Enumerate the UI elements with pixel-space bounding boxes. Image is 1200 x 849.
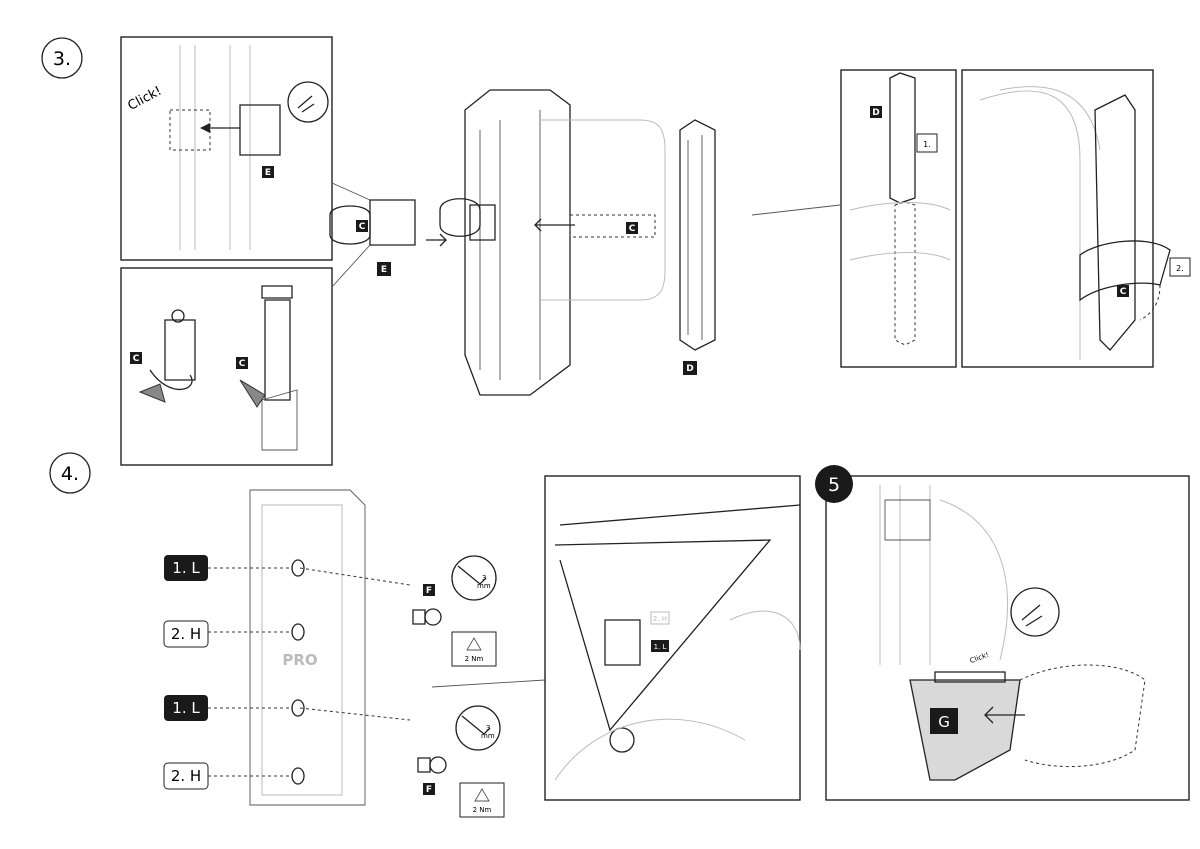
svg-text:1.: 1. xyxy=(923,140,931,149)
svg-text:E: E xyxy=(265,168,271,178)
step-5-assembly: G Click! xyxy=(879,485,1146,781)
step-5-number: 5 xyxy=(815,465,853,503)
svg-text:C: C xyxy=(359,222,366,232)
label-C-strap-2: C xyxy=(236,357,248,369)
svg-text:mm: mm xyxy=(477,582,491,590)
step-3-strap-secure-panel: C 2. xyxy=(961,69,1191,368)
svg-text:2. H: 2. H xyxy=(171,767,201,785)
hex-key-icon-bottom: 3 mm xyxy=(455,705,501,751)
svg-text:C: C xyxy=(133,354,140,364)
step-3-click-detail-panel: Click! E xyxy=(120,36,333,261)
bolt-bottom: F xyxy=(417,756,447,795)
tire-levers-D: D xyxy=(679,119,716,375)
hole-label-2H-top: 2. H xyxy=(163,620,293,648)
svg-text:3: 3 xyxy=(486,724,490,732)
svg-text:D: D xyxy=(872,108,879,118)
svg-text:1. L: 1. L xyxy=(172,559,200,577)
finger-press-icon-step5 xyxy=(1010,587,1060,637)
hole-label-2H-bottom: 2. H xyxy=(163,762,293,790)
label-C-strap-1: C xyxy=(130,352,142,364)
svg-text:C: C xyxy=(239,359,246,369)
svg-text:C: C xyxy=(1120,287,1127,297)
torque-warning-bottom: 2 Nm xyxy=(459,782,505,818)
cage-main-view: C xyxy=(439,89,666,396)
svg-text:5: 5 xyxy=(828,474,840,496)
svg-text:1. L: 1. L xyxy=(654,643,667,651)
cage-mounting-view: PRO xyxy=(249,489,366,806)
step-4-number: 4. xyxy=(49,452,91,494)
svg-text:E: E xyxy=(381,265,387,275)
svg-text:3.: 3. xyxy=(53,48,71,70)
clip-part-E: C E xyxy=(329,199,447,276)
bolt-top: F xyxy=(412,584,442,626)
svg-text:4.: 4. xyxy=(61,463,79,485)
torque-warning-top: 2 Nm xyxy=(451,631,497,667)
step-3-levers-insert-panel: D 1. xyxy=(840,69,957,368)
bike-frame-panel: 2. H 1. L xyxy=(544,475,801,801)
step-3-strap-detail-panel: C C xyxy=(120,267,333,466)
svg-text:mm: mm xyxy=(481,732,495,740)
svg-text:1. L: 1. L xyxy=(172,699,200,717)
svg-text:2. H: 2. H xyxy=(653,615,667,623)
svg-text:2.: 2. xyxy=(1176,264,1184,273)
svg-text:3: 3 xyxy=(482,574,486,582)
svg-text:D: D xyxy=(686,364,693,374)
step-3-number: 3. xyxy=(41,37,83,79)
svg-text:G: G xyxy=(938,713,950,731)
hole-label-1L-top: 1. L xyxy=(164,555,293,581)
svg-text:F: F xyxy=(426,785,432,795)
svg-text:2 Nm: 2 Nm xyxy=(473,806,492,814)
finger-press-icon xyxy=(287,81,329,123)
svg-text:F: F xyxy=(426,586,432,596)
hole-label-1L-bottom: 1. L xyxy=(164,695,293,721)
hex-key-icon-top: 3 mm xyxy=(451,555,497,601)
svg-text:C: C xyxy=(629,224,636,234)
svg-text:2. H: 2. H xyxy=(171,625,201,643)
svg-text:2 Nm: 2 Nm xyxy=(465,655,484,663)
label-E-top: E xyxy=(262,166,274,178)
svg-text:PRO: PRO xyxy=(282,651,317,669)
